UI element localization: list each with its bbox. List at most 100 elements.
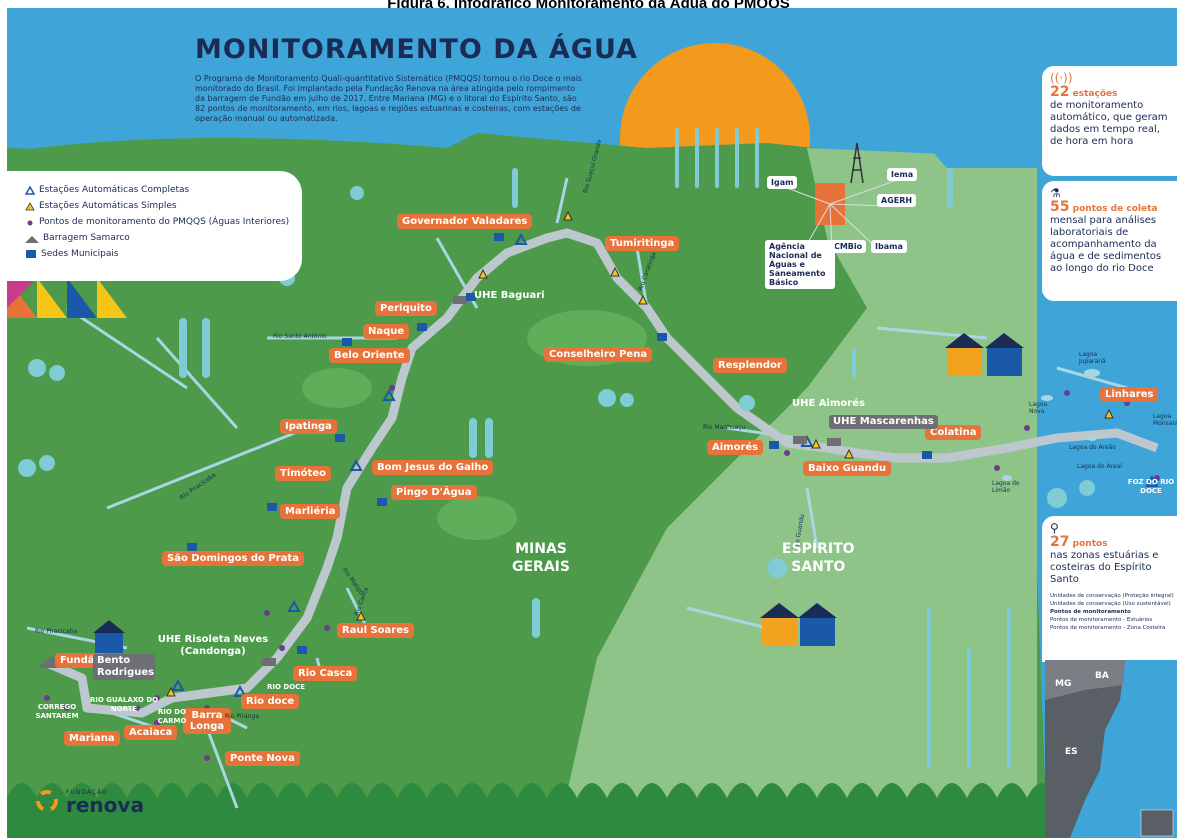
inset-legend-5: Pontos de monitoramento - Zona Costeira bbox=[1050, 625, 1166, 631]
city-label: Baixo Guandu bbox=[803, 461, 892, 476]
city-label: Ponte Nova bbox=[225, 751, 300, 766]
municipal-seats bbox=[187, 233, 932, 654]
river-label: Rio Manhuaçu bbox=[703, 424, 746, 431]
city-label: Rio Casca bbox=[293, 666, 358, 681]
city-label: Marliéria bbox=[280, 504, 341, 519]
city-label: Tumiritinga bbox=[605, 236, 680, 251]
land-es bbox=[557, 148, 1037, 838]
city-label: Rio doce bbox=[241, 694, 300, 709]
info-panel-collection: ⚗ 55 pontos de coleta mensal para anális… bbox=[1042, 181, 1177, 301]
estuary-text: nas zonas estuárias e costeiras do Espír… bbox=[1050, 550, 1159, 585]
tree-waves bbox=[7, 783, 1057, 838]
lagoon-label: Lagoa do Limão bbox=[992, 480, 1020, 494]
agency-building bbox=[786, 142, 898, 254]
simple-stations bbox=[166, 210, 1114, 697]
city-label: Acaiaca bbox=[124, 725, 178, 740]
map-artwork bbox=[7, 18, 1160, 838]
auto-word: estações bbox=[1072, 89, 1118, 99]
inset-mg: MG bbox=[1055, 679, 1072, 689]
place-label: CORREGO SANTAREM bbox=[35, 703, 79, 720]
triangle-icon bbox=[25, 185, 35, 195]
warning-icon bbox=[25, 201, 35, 210]
pin-icon: ⚲ bbox=[1050, 521, 1059, 535]
inset-legend-1: Unidades de conservação (Proteção integr… bbox=[1050, 593, 1174, 599]
agency-label: Ibama bbox=[871, 240, 907, 253]
estuary-word: pontos bbox=[1072, 539, 1108, 549]
dam-icon bbox=[25, 235, 39, 243]
map-legend: Estações Automáticas Completas Estações … bbox=[7, 171, 302, 281]
lagoon-label: Lagoa do Areão bbox=[1069, 444, 1116, 451]
bento-rodrigues-label: Bento Rodrigues bbox=[93, 654, 155, 680]
trees bbox=[18, 128, 1095, 768]
collect-text: mensal para análises laboratoriais de ac… bbox=[1050, 215, 1162, 274]
agency-label: AGERH bbox=[877, 194, 917, 207]
place-label: RIO DOCE bbox=[267, 683, 306, 691]
lagoon-label: Lagoa Nova bbox=[1029, 401, 1048, 415]
city-label: Raul Soares bbox=[337, 623, 414, 638]
logo-name: renova bbox=[66, 792, 144, 817]
city-label: Resplendor bbox=[713, 358, 787, 373]
dot-icon bbox=[27, 220, 33, 225]
city-label: Aimorés bbox=[707, 440, 764, 455]
city-label: Bom Jesus do Galho bbox=[372, 460, 494, 475]
intro-text: O Programa de Monitoramento Quali-quanti… bbox=[195, 74, 583, 123]
lagoon-label: Lagoa Monsarás bbox=[1153, 413, 1177, 427]
city-label: Naque bbox=[363, 324, 410, 339]
collect-count: 55 bbox=[1050, 199, 1070, 215]
flask-icon: ⚗ bbox=[1050, 186, 1061, 200]
state-label-mg: MINAS GERAIS bbox=[512, 541, 570, 575]
estuary-count: 27 bbox=[1050, 534, 1070, 550]
agency-label: Agência Nacional de Águas e Saneamento B… bbox=[765, 240, 835, 289]
place-label: RIO GUALAXO DO NORTE bbox=[89, 696, 159, 713]
inset-es: ES bbox=[1065, 747, 1078, 757]
city-label: Mariana bbox=[64, 731, 120, 746]
river-label: Rio Piracicaba bbox=[35, 628, 78, 635]
inset-legend-2: Unidades de conservação (Uso sustentável… bbox=[1050, 601, 1171, 607]
legend-seats: Sedes Municipais bbox=[25, 249, 119, 259]
dam-label-baguari: UHE Baguari bbox=[474, 290, 545, 301]
building-icon bbox=[26, 250, 36, 258]
renova-logo-icon bbox=[36, 790, 58, 812]
water-monitoring-map: MONITORAMENTO DA ÁGUA O Programa de Moni… bbox=[7, 8, 1177, 838]
collect-word: pontos de coleta bbox=[1072, 204, 1158, 214]
houses bbox=[93, 333, 1024, 653]
decorative-flags bbox=[7, 278, 127, 318]
map-title: MONITORAMENTO DA ÁGUA bbox=[195, 34, 638, 65]
dam-label-mascarenhas: UHE Mascarenhas bbox=[829, 415, 938, 429]
lagoon-label: Lagoa do Areal bbox=[1077, 463, 1122, 470]
inset-legend-4: Pontos de monitoramento - Estuários bbox=[1050, 617, 1153, 623]
auto-text: de monitoramento automático, que geram d… bbox=[1050, 100, 1168, 147]
city-label: Governador Valadares bbox=[397, 214, 533, 229]
legend-complete: Estações Automáticas Completas bbox=[25, 185, 189, 195]
city-label: Periquito bbox=[375, 301, 437, 316]
inset-map-artwork bbox=[1045, 660, 1177, 838]
city-label: Ipatinga bbox=[280, 419, 337, 434]
legend-simple: Estações Automáticas Simples bbox=[25, 201, 177, 211]
renova-logo: FUNDAÇÃO renova bbox=[34, 788, 144, 817]
agency-label: Iema bbox=[887, 168, 918, 181]
city-label: Barra Longa bbox=[183, 708, 231, 734]
dam-label-aimores: UHE Aimorés bbox=[792, 398, 865, 409]
city-label: Colatina bbox=[925, 425, 982, 440]
lagoon-label: Lagoa Juparanã bbox=[1079, 351, 1106, 365]
inset-ba: BA bbox=[1095, 671, 1109, 681]
river-label: Rio Piranga bbox=[225, 713, 259, 720]
city-label: Linhares bbox=[1100, 387, 1159, 402]
place-label: RIO DO CARMO bbox=[157, 708, 187, 725]
inset-legend-3: Pontos de monitoramento bbox=[1050, 609, 1131, 615]
figure-caption: Figura 6. Infográfico Monitoramento da Á… bbox=[387, 0, 790, 12]
state-label-es: ESPÍRITO SANTO bbox=[782, 541, 855, 575]
legend-dam: Barragem Samarco bbox=[25, 233, 130, 243]
city-label: São Domingos do Prata bbox=[162, 551, 304, 566]
lagoons bbox=[1002, 369, 1100, 481]
agency-label: ICMBio bbox=[827, 240, 867, 253]
city-label: Timóteo bbox=[275, 466, 331, 481]
signal-icon: ((·)) bbox=[1050, 71, 1073, 85]
agency-label: Igam bbox=[767, 176, 798, 189]
logo-top: FUNDAÇÃO bbox=[66, 788, 108, 796]
dam-label-risoleta: UHE Risoleta Neves (Candonga) bbox=[157, 634, 269, 657]
river-label: Rio Santo Antônio bbox=[273, 333, 327, 340]
city-label: Conselheiro Pena bbox=[544, 347, 653, 362]
legend-points: Pontos de monitoramento do PMQQS (Águas … bbox=[25, 217, 289, 227]
